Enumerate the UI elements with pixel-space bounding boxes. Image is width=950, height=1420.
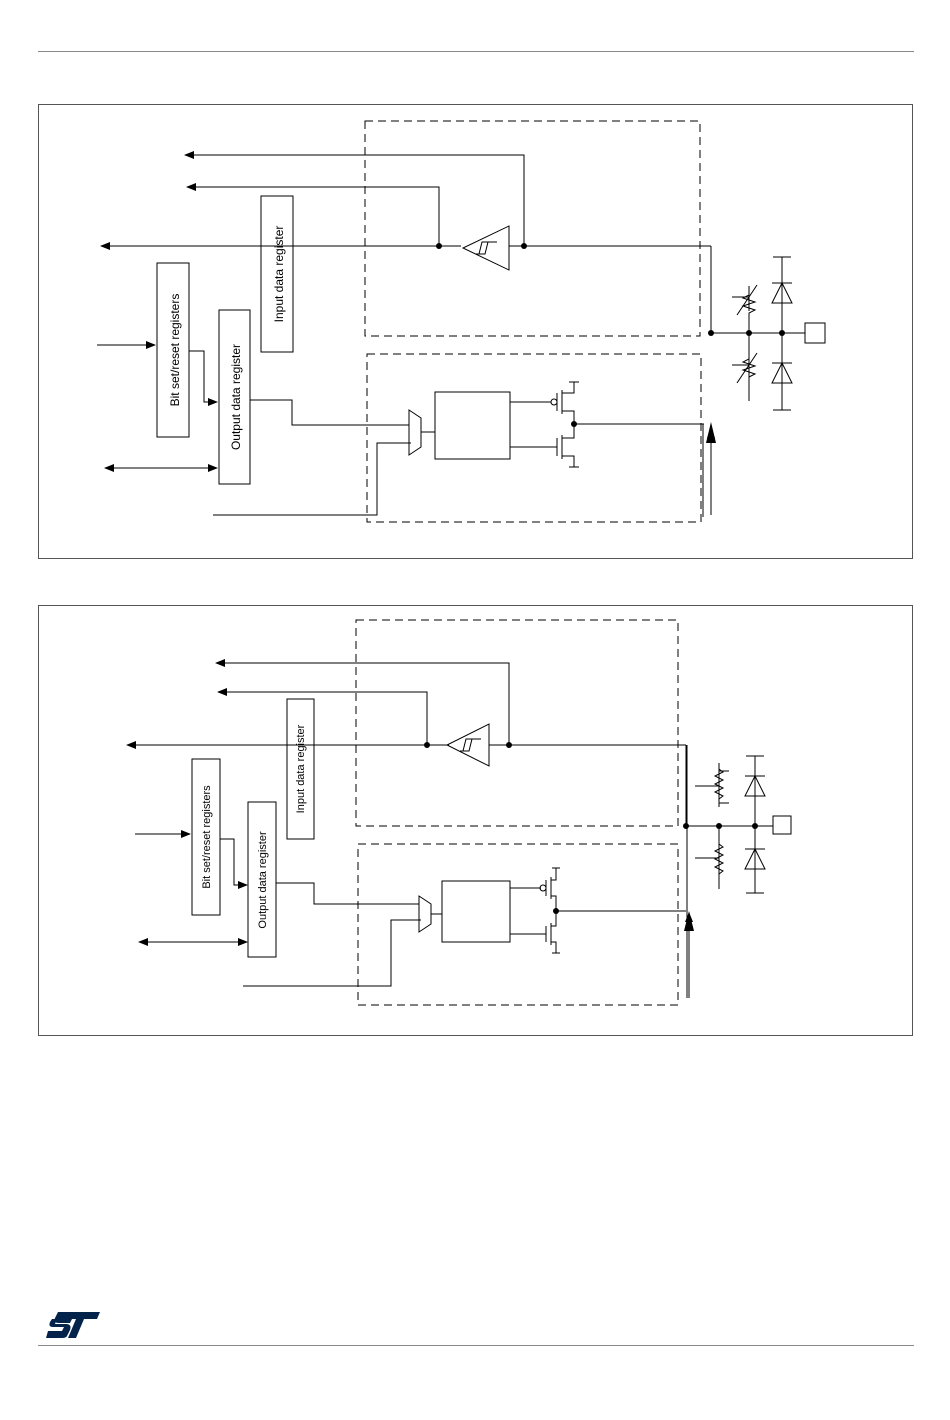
output-data-register-label: Output data register	[229, 344, 243, 450]
bit-set-reset-registers-label: Bit set/reset registers	[168, 294, 182, 407]
input-data-register-label: Input data register	[295, 724, 307, 813]
output-driver-block	[367, 354, 701, 522]
input-data-register-label: Input data register	[272, 226, 286, 323]
output-control-box	[442, 881, 510, 942]
st-logo	[44, 1310, 102, 1340]
io-pin-icon	[805, 323, 825, 343]
output-control-box	[435, 392, 510, 459]
multiplexer-icon	[409, 410, 421, 455]
nmos-transistor-icon	[557, 424, 579, 467]
header-rule	[38, 51, 914, 52]
alternate-function-input-line	[218, 692, 427, 745]
figure-io-structure-2: Input data register Bit set/reset regist…	[38, 605, 913, 1036]
bit-set-reset-registers-label: Bit set/reset registers	[201, 785, 213, 889]
figure-io-structure-1: Input data register Bit set/reset regist…	[38, 104, 913, 559]
multiplexer-icon	[419, 896, 431, 932]
io-diagram-2: Input data register Bit set/reset regist…	[39, 606, 914, 1037]
schmitt-trigger-icon	[463, 226, 509, 270]
analog-line	[185, 155, 524, 246]
analog-line	[216, 663, 509, 745]
input-driver-block	[356, 620, 678, 826]
alternate-function-input-line	[187, 187, 439, 246]
pmos-transistor-icon	[540, 868, 560, 911]
st-logo-icon	[44, 1310, 102, 1340]
schmitt-trigger-icon	[447, 724, 489, 766]
pmos-transistor-icon	[551, 382, 579, 424]
output-driver-block	[358, 844, 678, 1005]
nmos-transistor-icon	[546, 911, 560, 953]
footer-rule	[38, 1345, 914, 1346]
io-pin-icon	[773, 816, 791, 834]
io-diagram-1: Input data register Bit set/reset regist…	[39, 105, 914, 560]
input-driver-block	[365, 121, 700, 336]
output-data-register-label: Output data register	[257, 831, 269, 929]
